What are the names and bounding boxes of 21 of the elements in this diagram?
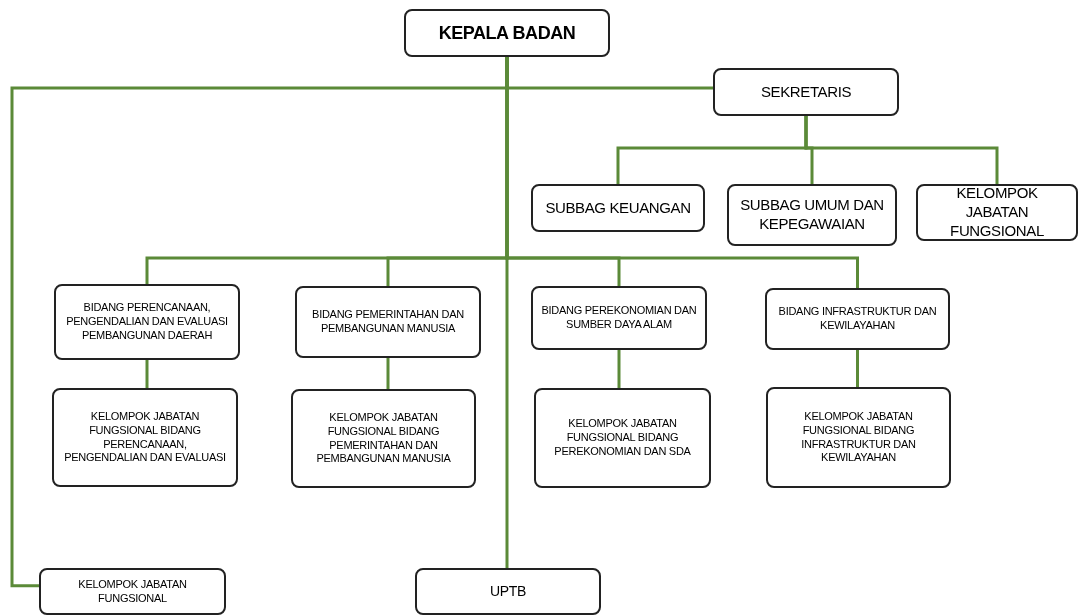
org-box: BIDANG PEMERINTAHAN DAN PEMBANGUNAN MANUSIA (295, 286, 481, 358)
connector-line (145, 360, 149, 388)
org-box: SUBBAG UMUM DAN KEPEGAWAIAN (727, 184, 897, 246)
org-box: KELOMPOK JABATAN FUNGSIONAL BIDANG PERENCANAAN, PENGENDALIAN DAN EVALUASI (52, 388, 238, 487)
org-box: KELOMPOK JABATAN FUNGSIONAL (39, 568, 226, 615)
connector-line (505, 57, 509, 568)
org-box: KELOMPOK JABATAN FUNGSIONAL BIDANG PEMERINTAHAN DAN PEMBANGUNAN MANUSIA (291, 389, 476, 488)
connector-line (386, 358, 390, 389)
org-box: SEKRETARIS (713, 68, 899, 116)
org-box: SUBBAG KEUANGAN (531, 184, 705, 232)
org-box: KELOMPOK JABATAN FUNGSIONAL BIDANG INFRASTRUKTUR DAN KEWILAYAHAN (766, 387, 951, 488)
connector-line (617, 350, 621, 388)
org-box: BIDANG PERENCANAAN, PENGENDALIAN DAN EVALUASI PEMBANGUNAN DAERAH (54, 284, 240, 360)
org-box: BIDANG INFRASTRUKTUR DAN KEWILAYAHAN (765, 288, 950, 350)
org-box: KEPALA BADAN (404, 9, 610, 57)
connector-line (804, 116, 999, 184)
org-box: KELOMPOK JABATAN FUNGSIONAL BIDANG PEREKONOMIAN DAN SDA (534, 388, 711, 488)
org-box: UPTB (415, 568, 601, 615)
connector-line (856, 350, 859, 387)
org-box: KELOMPOK JABATAN FUNGSIONAL (916, 184, 1078, 241)
org-box: BIDANG PEREKONOMIAN DAN SUMBER DAYA ALAM (531, 286, 707, 350)
